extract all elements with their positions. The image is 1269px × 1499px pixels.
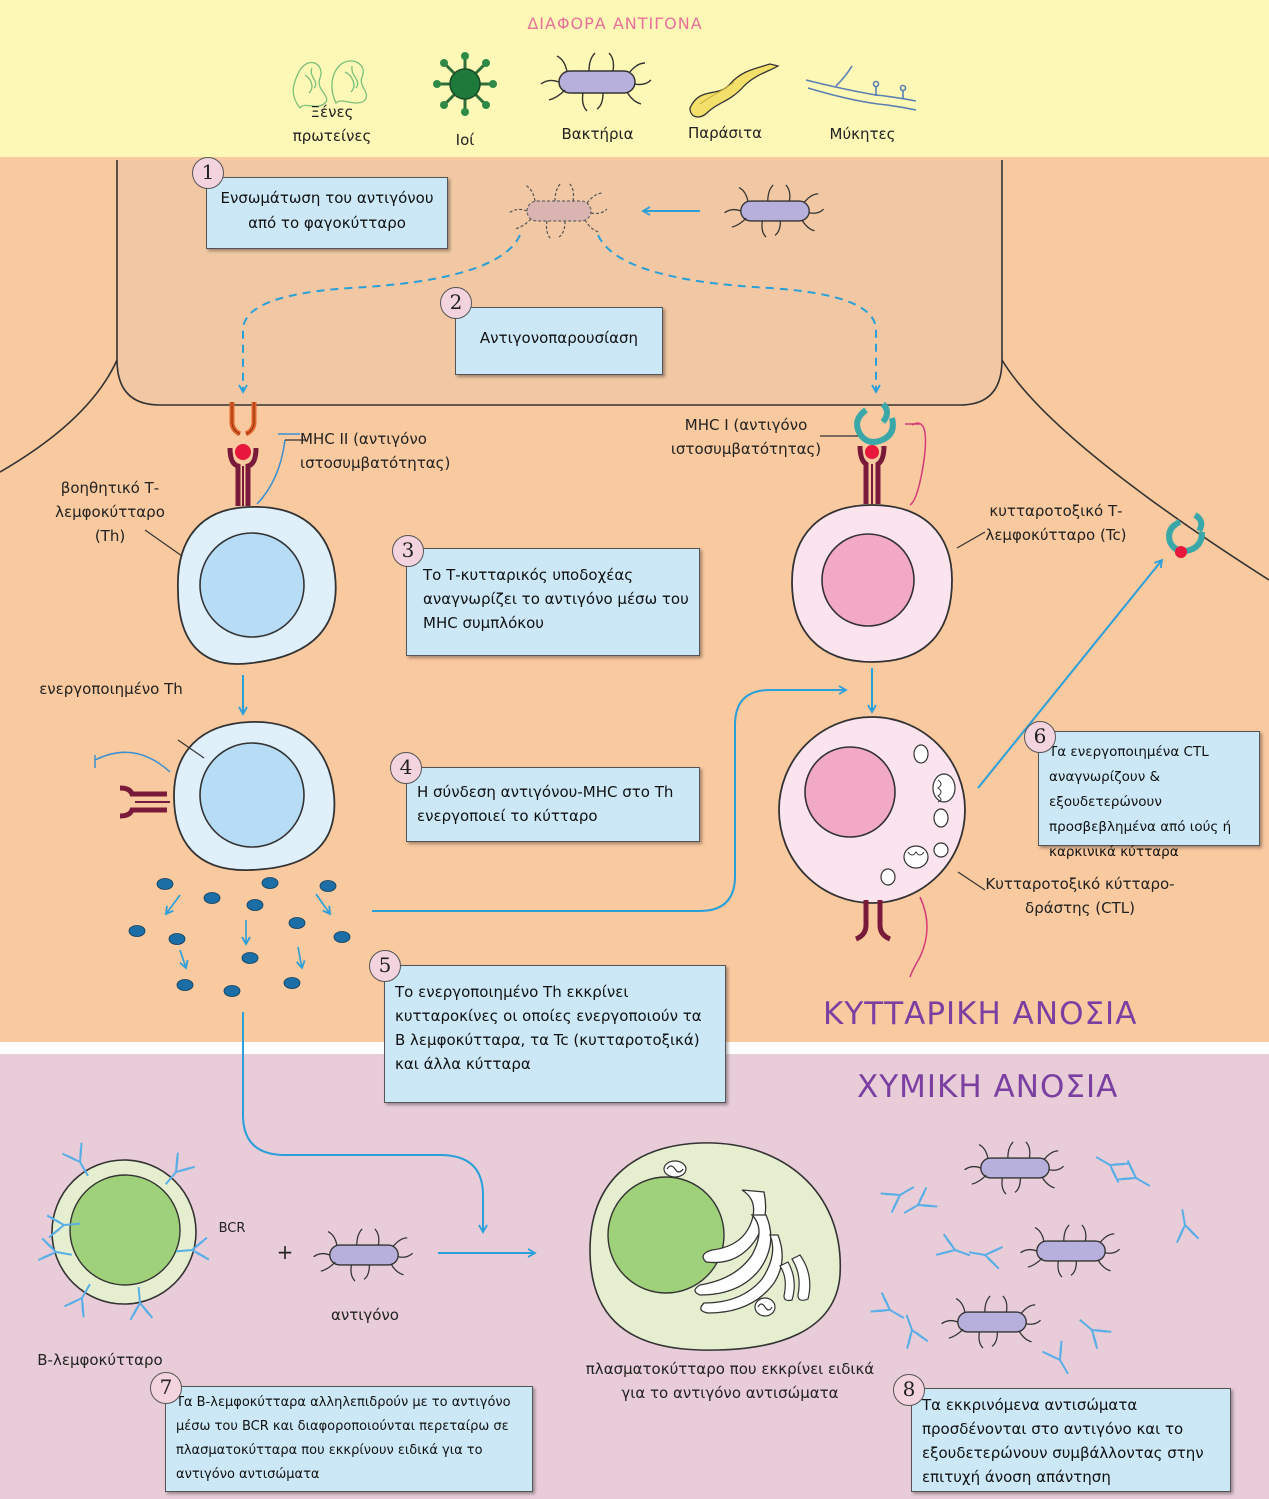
activated-th-label: ενεργοποιημένο Th [39,680,183,698]
virus-icon [433,52,497,116]
step-2-text: Αντιγονοπαρουσίαση [479,329,639,347]
cellular-immunity-title: ΚΥΤΤΑΡΙΚΗ ΑΝΟΣΙΑ [823,996,1138,1032]
ctl-receptor [854,896,928,978]
fungus-icon [805,65,917,111]
protein-icon [292,60,368,110]
tc-label: κυτταροτοξικό Τ-λεμφοκύτταρο (Tc) [985,502,1127,544]
antigen-label: αντιγόνο [331,1306,399,1324]
step-1-badge: 1 [192,157,224,189]
cytokine-to-tc-arrow [372,685,848,912]
step-1-box: Ενσωμάτωση του αντιγόνου από το φαγοκύττ… [206,177,448,249]
tc-nucleus [821,533,915,627]
released-mhc-complex [94,751,171,819]
step-5-badge: 5 [369,950,401,982]
antigen-label-parasites: Παράσιτα [687,124,763,142]
mitochondria [663,1160,776,1317]
th-nucleus [199,532,305,638]
step-5-box: Το ενεργοποιημένο Th εκκρίνει κυτταροκίν… [384,965,726,1103]
step-6-badge: 6 [1024,721,1056,753]
mhc1-label: MHC I (αντιγόνο ιστοσυμβατότητας) [670,416,822,458]
plus-sign: + [276,1240,294,1264]
step-8-box: Τα εκκρινόμενα αντισώματα προσδένονται σ… [911,1388,1231,1492]
b-cell-nucleus [69,1174,181,1286]
ctl-label: Κυτταροτοξικό κύτταρο-δράστης (CTL) [985,875,1175,917]
presentation-arrow-right [597,234,881,394]
step-6-box: Τα ενεργοποιημένα CTL αναγνωρίζουν & εξο… [1038,731,1260,860]
mhc1-complex [854,401,896,504]
step-2-box: Αντιγονοπαρουσίαση [455,307,663,375]
bcr-label: BCR [218,1221,246,1236]
step-4-box: Η σύνδεση αντιγόνου-MHC στο Th ενεργοποι… [406,767,700,842]
plasma-cell-label: πλασματοκύτταρο που εκκρίνει ειδικά για … [585,1360,875,1402]
step-7-text: Τα Β-λεμφοκύτταρα αλληλεπιδρούν με το αν… [176,1395,511,1482]
step-1-text: Ενσωμάτωση του αντιγόνου από το φαγοκύττ… [220,189,434,232]
step-6-text: Τα ενεργοποιημένα CTL αναγνωρίζουν & εξο… [1049,744,1232,860]
antigen-label-bacteria: Βακτήρια [561,125,634,143]
header-title: ΔΙΑΦΟΡΑ ΑΝΤΙΓΟΝΑ [527,14,703,33]
step-3-text: Το Τ-κυτταρικός υποδοχέας αναγνωρίζει το… [423,566,689,632]
step-8-badge: 8 [893,1374,925,1406]
parasite-icon [689,63,780,118]
step-3-badge: 3 [392,535,424,567]
humoral-immunity-title: ΧΥΜΙΚΗ ΑΝΟΣΙΑ [857,1069,1119,1105]
antigen-label-proteins: Ξένες πρωτείνες [292,103,372,145]
step-3-box: Το Τ-κυτταρικός υποδοχέας αναγνωρίζει το… [406,548,700,656]
golgi [779,1254,811,1302]
ctl-granules [880,744,956,886]
antigen-label-viruses: Ιοί [455,131,475,149]
th-label: βοηθητικό Τ-λεμφοκύτταρο (Th) [55,479,165,545]
b-cell-label: Β-λεμφοκύτταρο [37,1351,163,1369]
cytokine-to-plasma-arrow [242,1012,488,1234]
mhc2-label: MHC II (αντιγόνο ιστοσυμβατότητας) [300,430,451,472]
presentation-arrow-left [238,234,521,394]
mhc2-complex [227,402,259,506]
cytokines [128,877,351,997]
step-7-badge: 7 [150,1372,182,1404]
step-4-badge: 4 [390,752,422,784]
engulfed-bacterium [508,182,608,240]
endoplasmic-reticulum [694,1189,783,1314]
tc-receptor-line [909,422,927,506]
cytokine-arrows [164,893,332,970]
ctl-nucleus [804,746,896,838]
activated-th-nucleus [199,742,305,848]
plasma-nucleus [607,1176,725,1294]
infected-cell-marker [1166,512,1205,558]
step-2-badge: 2 [440,287,472,319]
step-7-box: Τα Β-λεμφοκύτταρα αλληλεπιδρούν με το αν… [165,1386,533,1492]
antigen-label-fungi: Μύκητες [829,125,896,143]
step-8-text: Τα εκκρινόμενα αντισώματα προσδένονται σ… [922,1396,1204,1486]
ctl-target-arrow [977,558,1164,789]
step-5-text: Το ενεργοποιημένο Th εκκρίνει κυτταροκίν… [395,983,702,1073]
step-4-text: Η σύνδεση αντιγόνου-MHC στο Th ενεργοποι… [417,783,674,825]
